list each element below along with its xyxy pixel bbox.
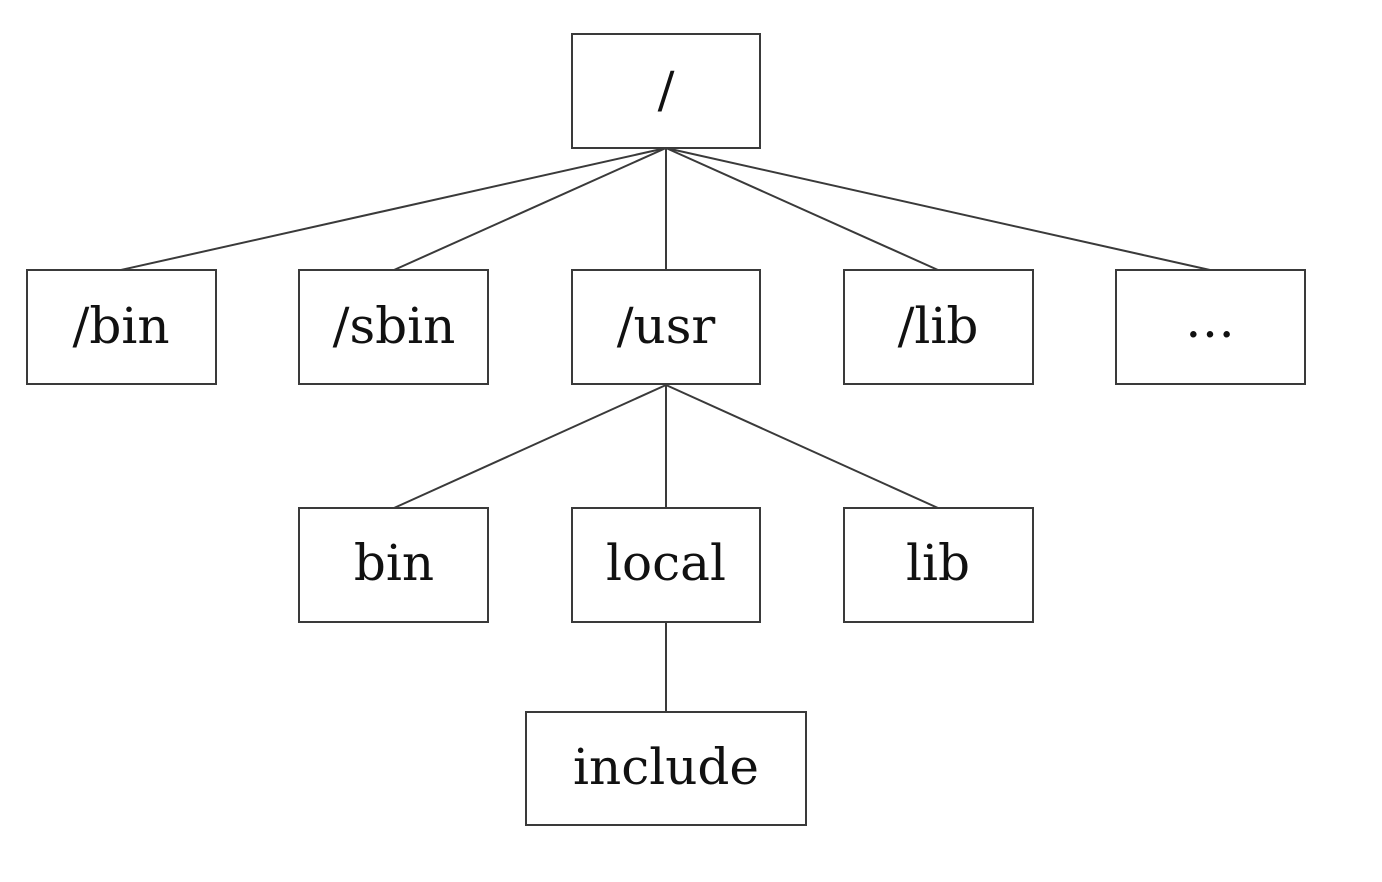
edge-root-more	[665, 147, 1211, 271]
node-sbin-label: /sbin	[333, 297, 456, 355]
node-sbin-box	[298, 269, 489, 385]
node-more-box	[1115, 269, 1306, 385]
node-include-label: include	[573, 738, 759, 796]
node-usr-lib: lib	[843, 507, 1034, 623]
usr-children-nodes: bin local lib	[298, 507, 1034, 623]
edge-usr-lib	[665, 384, 939, 509]
node-usr-local: local	[571, 507, 761, 623]
node-usr-bin-label: bin	[354, 534, 434, 592]
node-more: …	[1115, 269, 1306, 385]
node-usr-bin: bin	[298, 507, 489, 623]
node-usr: /usr	[571, 269, 761, 385]
edge-root-bin	[120, 147, 667, 271]
node-bin-box	[26, 269, 217, 385]
node-bin: /bin	[26, 269, 217, 385]
node-root-box	[571, 33, 761, 149]
edge-root-lib	[665, 147, 939, 271]
node-usr-local-box	[571, 507, 761, 623]
edge-root-sbin	[393, 147, 667, 271]
node-usr-lib-label: lib	[906, 534, 970, 592]
node-bin-label: /bin	[72, 297, 169, 355]
node-usr-local-label: local	[606, 534, 726, 592]
node-sbin: /sbin	[298, 269, 489, 385]
local-children-nodes: include	[525, 711, 807, 826]
edges-usr	[393, 384, 939, 509]
node-more-label: …	[1185, 291, 1235, 349]
node-lib: /lib	[843, 269, 1034, 385]
node-include: include	[525, 711, 807, 826]
edge-usr-bin	[393, 384, 667, 509]
edges-root	[120, 147, 1211, 271]
node-usr-bin-box	[298, 507, 489, 623]
level1-nodes: /bin /sbin /usr /lib …	[26, 269, 1306, 385]
node-lib-label: /lib	[898, 297, 979, 355]
node-usr-label: /usr	[617, 297, 716, 355]
node-lib-box	[843, 269, 1034, 385]
node-include-box	[525, 711, 807, 826]
node-root-label: /	[658, 61, 675, 119]
node-root: /	[571, 33, 761, 149]
node-usr-lib-box	[843, 507, 1034, 623]
node-usr-box	[571, 269, 761, 385]
